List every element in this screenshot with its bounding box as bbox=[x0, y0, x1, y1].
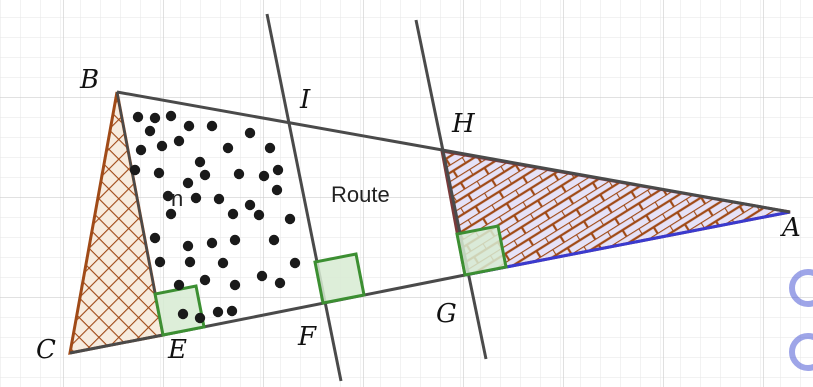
dot bbox=[132, 111, 144, 123]
point-label-h: H bbox=[451, 109, 476, 139]
dot bbox=[274, 277, 286, 289]
dot bbox=[226, 305, 238, 317]
dot bbox=[184, 256, 196, 268]
dot bbox=[244, 199, 256, 211]
dot bbox=[162, 190, 174, 202]
point-label-b: B bbox=[79, 65, 99, 95]
region-label-route: Route bbox=[331, 182, 390, 207]
dot bbox=[206, 120, 218, 132]
point-label-i: I bbox=[299, 85, 311, 115]
dot bbox=[135, 144, 147, 156]
dot bbox=[153, 167, 165, 179]
dot bbox=[182, 177, 194, 189]
dot bbox=[199, 274, 211, 286]
dot bbox=[227, 208, 239, 220]
right-angle-g bbox=[455, 224, 508, 277]
dot bbox=[194, 156, 206, 168]
dot bbox=[156, 140, 168, 152]
dot bbox=[289, 257, 301, 269]
segment-ga-blue bbox=[464, 210, 791, 277]
dot bbox=[222, 142, 234, 154]
dot-cloud bbox=[129, 110, 301, 324]
right-angle-f bbox=[313, 252, 366, 305]
point-label-a: A bbox=[780, 213, 801, 243]
dot bbox=[173, 135, 185, 147]
dot bbox=[256, 270, 268, 282]
dot bbox=[183, 120, 195, 132]
point-label-c: C bbox=[36, 335, 56, 365]
dot bbox=[173, 279, 185, 291]
dot bbox=[177, 308, 189, 320]
dot bbox=[154, 256, 166, 268]
watermark-mark bbox=[789, 333, 813, 371]
dot bbox=[217, 257, 229, 269]
line-through-i-f bbox=[265, 13, 343, 382]
dot bbox=[229, 234, 241, 246]
dot bbox=[229, 279, 241, 291]
dot bbox=[149, 232, 161, 244]
dot bbox=[233, 168, 245, 180]
point-label-g: G bbox=[436, 299, 457, 329]
dot bbox=[284, 213, 296, 225]
dot bbox=[182, 240, 194, 252]
dot bbox=[244, 127, 256, 139]
dot bbox=[190, 192, 202, 204]
dot bbox=[271, 184, 283, 196]
point-label-e: E bbox=[167, 335, 187, 365]
dot bbox=[199, 169, 211, 181]
dot bbox=[264, 142, 276, 154]
dot bbox=[194, 312, 206, 324]
dot bbox=[253, 209, 265, 221]
point-label-f: F bbox=[297, 322, 317, 352]
dot bbox=[165, 208, 177, 220]
line-through-h-g bbox=[414, 19, 488, 360]
segment-ba bbox=[116, 90, 791, 214]
dot bbox=[206, 237, 218, 249]
dot bbox=[258, 170, 270, 182]
region-label-n: n bbox=[171, 186, 183, 211]
dot bbox=[129, 164, 141, 176]
segment-ce bbox=[69, 333, 164, 355]
dot bbox=[149, 112, 161, 124]
dot bbox=[212, 306, 224, 318]
dot bbox=[165, 110, 177, 122]
dot bbox=[144, 125, 156, 137]
dot bbox=[272, 164, 284, 176]
segment-eg bbox=[162, 273, 466, 337]
dot bbox=[213, 193, 225, 205]
dot bbox=[268, 234, 280, 246]
watermark-mark bbox=[789, 269, 813, 307]
